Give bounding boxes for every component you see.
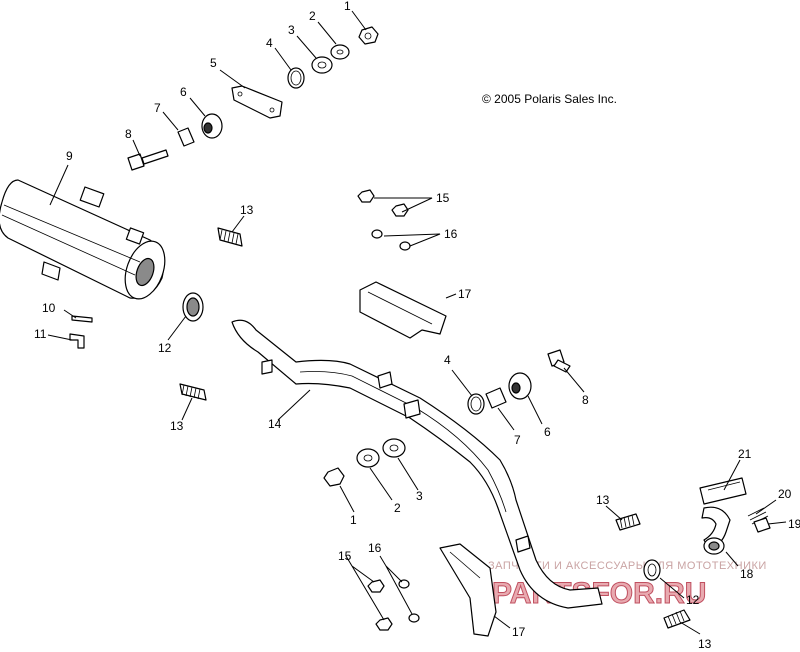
callout-7-mid: 7 (514, 433, 521, 447)
callout-4-mid: 4 (444, 353, 451, 367)
callout-3-top: 3 (288, 23, 295, 37)
seal-ring-12-bottom (643, 559, 661, 581)
seal-ring-12-left (182, 292, 204, 322)
bolt-8-top (127, 149, 169, 171)
washer-2-top (330, 44, 350, 60)
callout-13-left: 13 (170, 419, 184, 433)
callout-17-top: 17 (458, 287, 472, 301)
washer-3-top (311, 56, 333, 74)
gasket-21 (699, 477, 747, 505)
bolt-8-mid (547, 349, 571, 373)
callout-labels: 1 2 3 4 5 6 7 8 9 10 11 12 13 13 14 15 1… (34, 0, 800, 651)
callout-15-bottom: 15 (338, 549, 352, 563)
callout-20: 20 (778, 487, 792, 501)
ring-4-top (287, 67, 305, 89)
callout-2-mid: 2 (394, 501, 401, 515)
hex-nut-top (358, 26, 379, 45)
callout-15-top: 15 (436, 191, 450, 205)
callout-12-left: 12 (158, 341, 172, 355)
spacer-7-top (177, 127, 195, 147)
clip-11 (69, 333, 85, 349)
hex-nut-mid (323, 467, 345, 487)
callout-13-right: 13 (596, 493, 610, 507)
leader-lines (47, 10, 787, 635)
callout-7-top: 7 (154, 101, 161, 115)
callout-1-top: 1 (344, 0, 351, 13)
callout-8-mid: 8 (582, 393, 589, 407)
spacer-7-mid (485, 387, 507, 409)
callout-16-top: 16 (444, 227, 458, 241)
callout-13-bottom: 13 (698, 637, 712, 651)
nut-15-bottom-b (375, 617, 393, 631)
callout-5: 5 (210, 56, 217, 70)
bracket-5 (231, 85, 283, 119)
cap-19 (753, 517, 771, 533)
washer-16-top-b (399, 241, 411, 251)
callout-8-top: 8 (125, 127, 132, 141)
heat-shield-17-bottom (439, 543, 497, 637)
spring-13-bottom (663, 609, 691, 629)
nut-15-bottom-a (367, 579, 385, 593)
callout-1-mid: 1 (350, 513, 357, 527)
callout-13-topmid: 13 (240, 203, 254, 217)
grommet-6-top (201, 113, 223, 139)
callout-21: 21 (738, 447, 752, 461)
clip-10 (71, 315, 93, 323)
nut-15-top-b (391, 203, 409, 217)
grommet-6-mid (508, 372, 532, 400)
spring-13-left (179, 383, 207, 401)
washer-2-mid (356, 448, 380, 468)
copyright-notice: © 2005 Polaris Sales Inc. (482, 92, 617, 106)
callout-6-mid: 6 (544, 425, 551, 439)
callout-12-bottom: 12 (686, 593, 700, 607)
washer-16-bottom-b (408, 613, 420, 623)
callout-18: 18 (740, 567, 754, 581)
elbow-pipe-18 (701, 506, 731, 555)
spring-13-right (615, 513, 641, 531)
callout-19: 19 (788, 517, 800, 531)
watermark-tagline: ЗАПЧАСТИ И АКСЕССУАРЫ ДЛЯ МОТОТЕХНИКИ (488, 560, 767, 572)
callout-14: 14 (268, 417, 282, 431)
callout-3-mid: 3 (416, 489, 423, 503)
nut-15-top-a (357, 189, 375, 203)
muffler (0, 179, 166, 300)
callout-2-top: 2 (309, 9, 316, 23)
washer-3-mid (382, 438, 406, 458)
spring-13-topmid (217, 227, 243, 247)
head-pipe-14 (231, 319, 603, 609)
callout-17-bottom: 17 (512, 625, 526, 639)
washer-16-top-a (371, 229, 383, 239)
callout-4-top: 4 (266, 36, 273, 50)
callout-10: 10 (42, 301, 56, 315)
heat-shield-17-top (359, 281, 447, 339)
callout-11: 11 (34, 327, 47, 341)
callout-9: 9 (66, 149, 73, 163)
callout-16-bottom: 16 (368, 541, 382, 555)
ring-4-mid (467, 393, 485, 415)
callout-6-top: 6 (180, 85, 187, 99)
